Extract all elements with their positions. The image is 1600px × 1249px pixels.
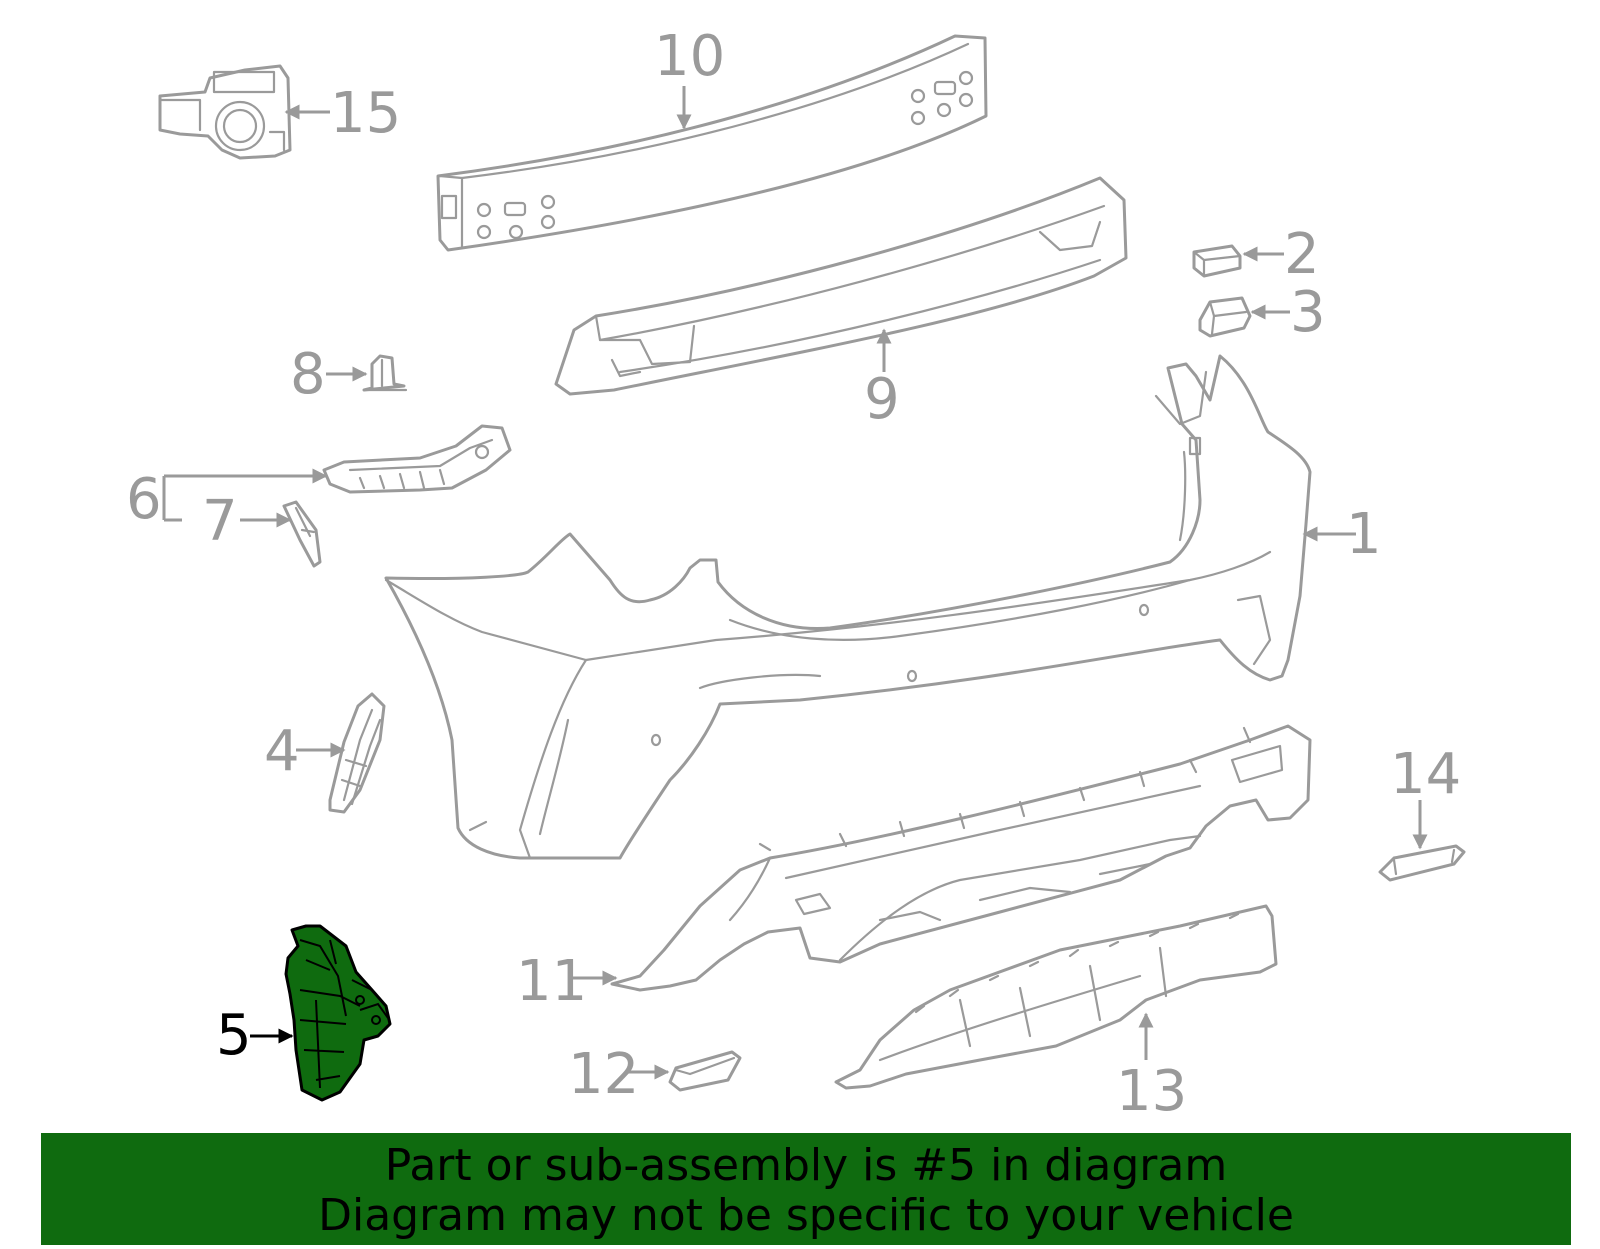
part-4-bracket[interactable] <box>328 692 386 814</box>
callout-12: 12 <box>568 1042 639 1107</box>
callout-6: 6 <box>126 467 162 532</box>
part-5-bracket-highlighted[interactable] <box>284 924 392 1102</box>
callout-9: 9 <box>864 367 900 432</box>
part-11-lower-valance[interactable] <box>610 724 1312 992</box>
info-banner: Part or sub-assembly is #5 in diagram Di… <box>41 1133 1571 1245</box>
part-15-parking-sensor[interactable] <box>158 64 292 160</box>
part-1-bumper-cover[interactable] <box>384 354 1312 860</box>
callout-2: 2 <box>1284 222 1320 287</box>
callout-13: 13 <box>1116 1059 1187 1124</box>
part-6-bracket[interactable] <box>322 424 512 494</box>
callout-7: 7 <box>202 489 238 554</box>
banner-line-1: Part or sub-assembly is #5 in diagram <box>384 1140 1228 1191</box>
banner-line-2: Diagram may not be specific to your vehi… <box>318 1190 1294 1241</box>
callout-15: 15 <box>330 81 401 146</box>
part-8-clip[interactable] <box>362 354 408 392</box>
callout-4: 4 <box>264 719 300 784</box>
part-2-clip[interactable] <box>1192 244 1242 278</box>
part-14-reflector[interactable] <box>1378 844 1466 882</box>
callout-5: 5 <box>216 1003 252 1068</box>
callout-10: 10 <box>654 24 725 89</box>
callout-14: 14 <box>1390 742 1461 807</box>
callout-11: 11 <box>516 949 587 1014</box>
part-9-energy-absorber[interactable] <box>554 176 1128 396</box>
part-10-reinforcement-bar[interactable] <box>436 34 988 252</box>
part-3-retainer[interactable] <box>1198 296 1252 338</box>
part-7-bracket[interactable] <box>282 500 322 568</box>
callout-8: 8 <box>290 342 326 407</box>
callout-3: 3 <box>1290 280 1326 345</box>
part-12-cap[interactable] <box>668 1050 742 1092</box>
part-13-lower-cover[interactable] <box>834 904 1278 1090</box>
callout-1: 1 <box>1346 502 1382 567</box>
